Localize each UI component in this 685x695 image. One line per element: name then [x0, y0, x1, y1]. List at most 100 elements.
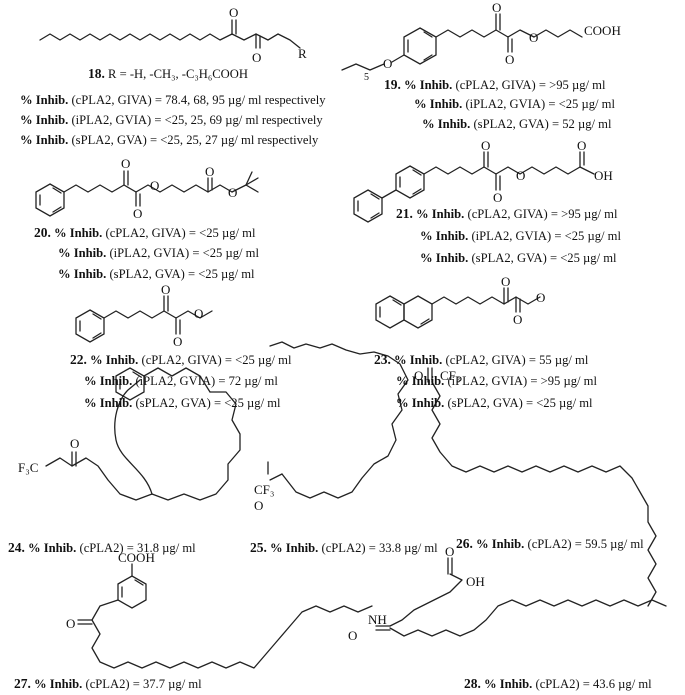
- compound-20-inhib-1: 20. % Inhib. (cPLA2, GIVA) = <25 µg/ ml: [34, 225, 255, 241]
- inhib-text: (cPLA2, GIVA) = <25 µg/ ml: [141, 353, 292, 367]
- structure-27: COOH O: [66, 550, 373, 669]
- inhib-prefix: % Inhib.: [84, 396, 133, 410]
- compound-20-inhib-3: % Inhib. (sPLA2, GVA) = <25 µg/ ml: [58, 267, 255, 282]
- atom-20-o5: O: [228, 185, 237, 200]
- atom-23-o3: O: [536, 290, 545, 305]
- inhib-prefix: % Inhib.: [34, 677, 83, 691]
- compound-27-inhib-1: 27. % Inhib. (cPLA2) = 37.7 µg/ ml: [14, 676, 202, 692]
- inhib-prefix: % Inhib.: [404, 78, 453, 92]
- atom-28-o2: O: [348, 628, 357, 643]
- atom-19-o4: O: [383, 56, 392, 71]
- compound-19-inhib-1: 19. % Inhib. (cPLA2, GIVA) = >95 µg/ ml: [384, 77, 605, 93]
- atom-27-o: O: [66, 616, 75, 631]
- atom-22-o3: O: [194, 306, 203, 321]
- atom-19-cooh: COOH: [584, 23, 621, 38]
- inhib-prefix: % Inhib.: [90, 353, 139, 367]
- atom-18-r: R: [298, 46, 307, 61]
- compound-21-inhib-2: % Inhib. (iPLA2, GVIA) = <25 µg/ ml: [420, 229, 621, 244]
- structure-28: O OH NH O: [348, 544, 667, 643]
- inhib-prefix: % Inhib.: [20, 133, 69, 147]
- inhib-text: (cPLA2) = 59.5 µg/ ml: [527, 537, 644, 551]
- structure-25: CF₃ O: [254, 341, 409, 513]
- compound-23-inhib-2: % Inhib. (iPLA2, GVIA) = >95 µg/ ml: [396, 374, 597, 389]
- compound-22-inhib-2: % Inhib. (iPLA2, GVIA) = 72 µg/ ml: [84, 374, 278, 389]
- atom-25-cf3: CF₃: [254, 482, 274, 497]
- atom-28-o1: O: [445, 544, 454, 559]
- compound-22-inhib-1: 22. % Inhib. (cPLA2, GIVA) = <25 µg/ ml: [70, 352, 291, 368]
- compound-18-inhib-2: % Inhib. (iPLA2, GVIA) = <25, 25, 69 µg/…: [20, 113, 323, 128]
- compound-18-r-groups: R = -H, -CH₃, -C₃H₆COOH: [108, 67, 248, 81]
- compound-19-inhib-2: % Inhib. (iPLA2, GVIA) = <25 µg/ ml: [414, 97, 615, 112]
- compound-21-inhib-1: 21. % Inhib. (cPLA2, GIVA) = >95 µg/ ml: [396, 206, 617, 222]
- atom-26-cf3: CF₃: [440, 368, 460, 383]
- compound-19-inhib-3: % Inhib. (sPLA2, GVA) = 52 µg/ ml: [422, 117, 611, 132]
- inhib-prefix: % Inhib.: [396, 374, 445, 388]
- inhib-text: (iPLA2, GVIA) = 72 µg/ ml: [135, 374, 278, 388]
- compound-18-header: 18. R = -H, -CH₃, -C₃H₆COOH: [88, 66, 248, 82]
- inhib-prefix: % Inhib.: [84, 374, 133, 388]
- inhib-text: (cPLA2) = 31.8 µg/ ml: [79, 541, 196, 555]
- inhib-text: (sPLA2, GVA) = <25 µg/ ml: [447, 396, 593, 410]
- inhib-text: (sPLA2, GVA) = <25 µg/ ml: [109, 267, 255, 281]
- compound-28-inhib-1: 28. % Inhib. (cPLA2) = 43.6 µg/ ml: [464, 676, 652, 692]
- compound-21-inhib-3: % Inhib. (sPLA2, GVA) = <25 µg/ ml: [420, 251, 617, 266]
- inhib-prefix: % Inhib.: [58, 246, 107, 260]
- inhib-prefix: % Inhib.: [20, 113, 69, 127]
- atom-27-cooh: COOH: [118, 550, 155, 565]
- compound-23-inhib-3: % Inhib. (sPLA2, GVA) = <25 µg/ ml: [396, 396, 593, 411]
- compound-19-label: 19.: [384, 77, 401, 92]
- atom-24-f3c: F₃C: [18, 460, 38, 475]
- compound-20-inhib-2: % Inhib. (iPLA2, GVIA) = <25 µg/ ml: [58, 246, 259, 261]
- inhib-text: (cPLA2) = 37.7 µg/ ml: [85, 677, 202, 691]
- atom-22-o1: O: [161, 282, 170, 297]
- inhib-text: (cPLA2, GIVA) = >95 µg/ ml: [455, 78, 606, 92]
- atom-21-o2: O: [493, 190, 502, 205]
- atom-21-o3: O: [516, 168, 525, 183]
- compound-20-label: 20.: [34, 225, 51, 240]
- inhib-prefix: % Inhib.: [394, 353, 443, 367]
- inhib-text: (iPLA2, GVIA) = <25 µg/ ml: [471, 229, 621, 243]
- inhib-prefix: % Inhib.: [414, 97, 463, 111]
- inhib-prefix: % Inhib.: [28, 541, 77, 555]
- atom-18-o2: O: [252, 50, 261, 65]
- atom-23-o2: O: [513, 312, 522, 327]
- atom-20-o3: O: [150, 178, 159, 193]
- atom-28-nh: NH: [368, 612, 387, 627]
- inhib-prefix: % Inhib.: [416, 207, 465, 221]
- inhib-prefix: % Inhib.: [422, 117, 471, 131]
- structure-21: O O O O OH: [353, 138, 613, 223]
- structure-23: O O O: [375, 274, 545, 329]
- inhib-prefix: % Inhib.: [396, 396, 445, 410]
- inhib-prefix: % Inhib.: [270, 541, 319, 555]
- inhib-prefix: % Inhib.: [54, 226, 103, 240]
- compound-22-inhib-3: % Inhib. (sPLA2, GVA) = <25 µg/ ml: [84, 396, 281, 411]
- inhib-text: (iPLA2, GVIA) = >95 µg/ ml: [447, 374, 597, 388]
- structure-22: O O O: [75, 282, 213, 349]
- compound-24-inhib-1: 24. % Inhib. (cPLA2) = 31.8 µg/ ml: [8, 540, 196, 556]
- atom-21-o4: O: [577, 138, 586, 153]
- compound-26-inhib-1: 26. % Inhib. (cPLA2) = 59.5 µg/ ml: [456, 536, 644, 552]
- atom-21-o1: O: [481, 138, 490, 153]
- inhib-text: (cPLA2, GIVA) = 55 µg/ ml: [445, 353, 589, 367]
- compound-18-label: 18.: [88, 66, 105, 81]
- atom-21-oh: OH: [594, 168, 613, 183]
- inhib-text: (iPLA2, GVIA) = <25, 25, 69 µg/ ml respe…: [71, 113, 323, 127]
- compound-23-label: 23.: [374, 352, 391, 367]
- atom-19-o2: O: [505, 52, 514, 67]
- structure-26: O CF₃: [414, 367, 657, 607]
- compound-27-label: 27.: [14, 676, 31, 691]
- atom-20-o4: O: [205, 164, 214, 179]
- compound-21-label: 21.: [396, 206, 413, 221]
- atom-28-oh: OH: [466, 574, 485, 589]
- atom-20-o2: O: [133, 206, 142, 221]
- compound-28-label: 28.: [464, 676, 481, 691]
- compound-26-label: 26.: [456, 536, 473, 551]
- atom-20-o1: O: [121, 156, 130, 171]
- inhib-text: (cPLA2, GIVA) = >95 µg/ ml: [467, 207, 618, 221]
- inhib-text: (cPLA2, GIVA) = 78.4, 68, 95 µg/ ml resp…: [71, 93, 326, 107]
- inhib-prefix: % Inhib.: [420, 251, 469, 265]
- compound-24-label: 24.: [8, 540, 25, 555]
- inhib-text: (sPLA2, GVA) = <25, 25, 27 µg/ ml respec…: [71, 133, 319, 147]
- inhib-prefix: % Inhib.: [484, 677, 533, 691]
- compound-23-inhib-1: 23. % Inhib. (cPLA2, GIVA) = 55 µg/ ml: [374, 352, 588, 368]
